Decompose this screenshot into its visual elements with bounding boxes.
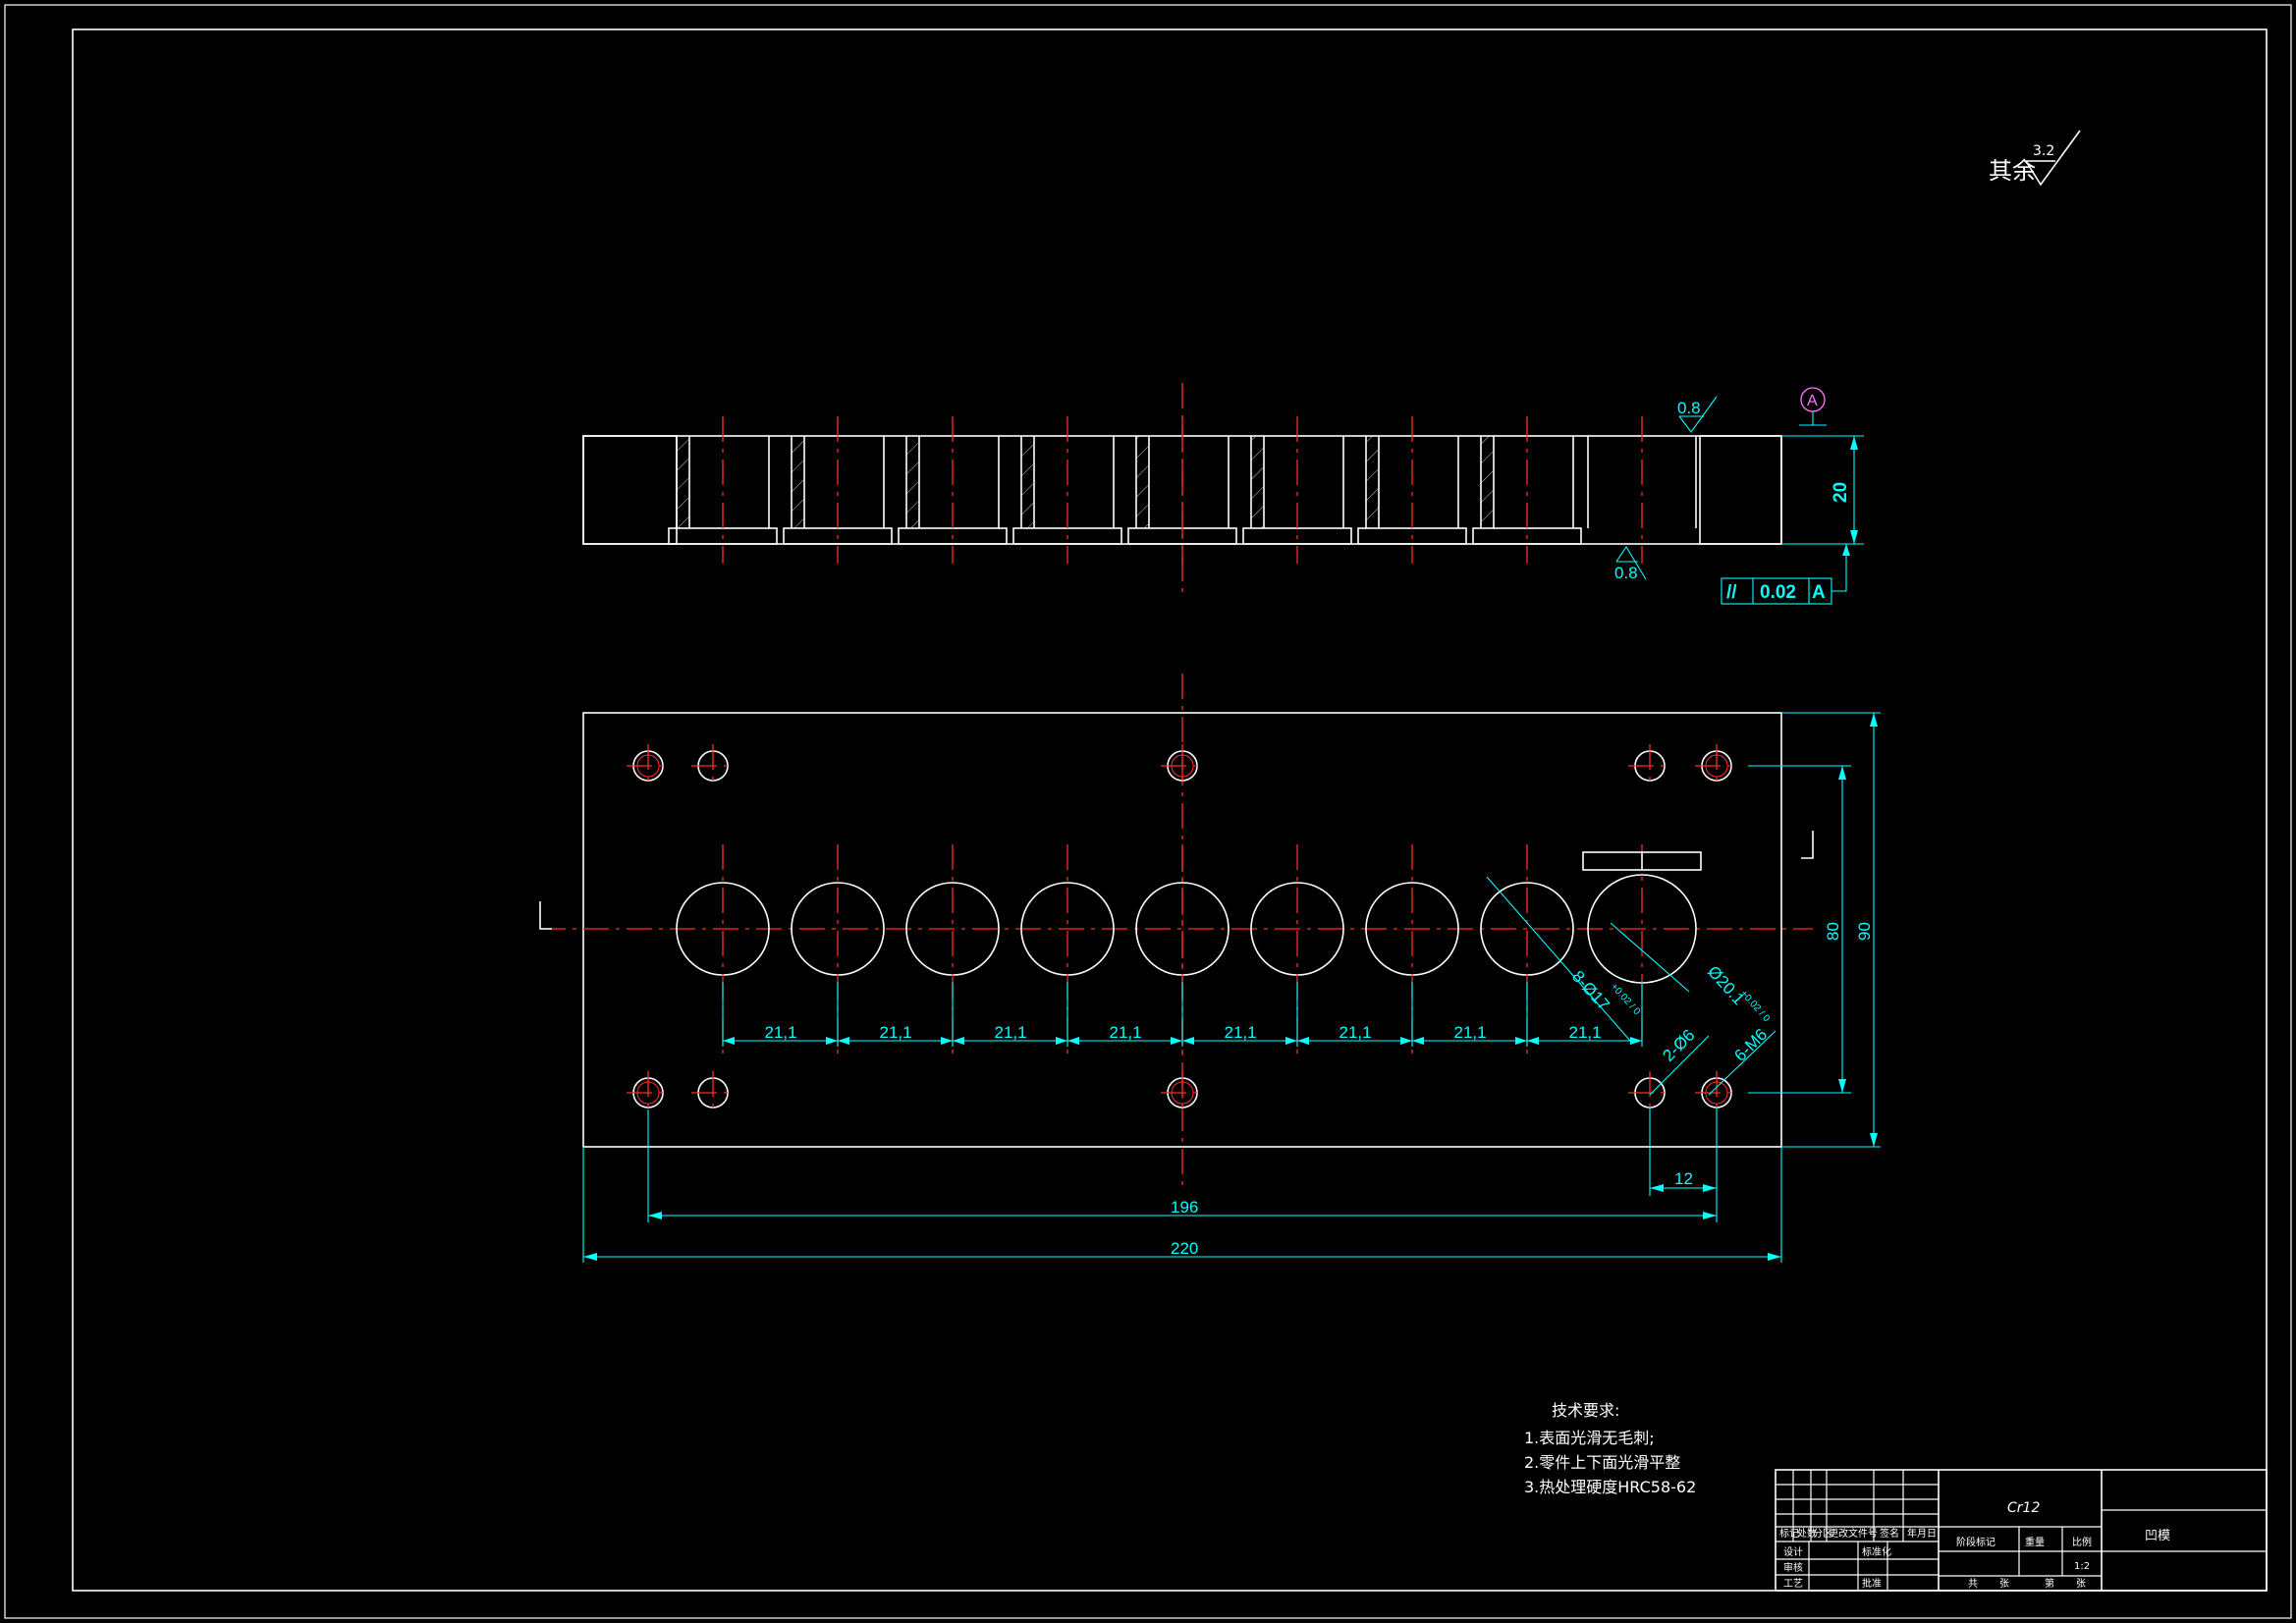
parallelism-frame: // 0.02 A <box>1721 544 1850 605</box>
height-inner-dim: 80 <box>1824 922 1842 941</box>
pitch-label: 21,1 <box>880 1023 912 1042</box>
svg-text:0.02: 0.02 <box>1760 582 1796 603</box>
section-hatch-strip <box>1251 436 1263 528</box>
role-review: 审核 <box>1783 1561 1803 1574</box>
sheet-total-unit: 张 <box>1999 1578 2009 1590</box>
pitch-arrow <box>826 1037 838 1045</box>
section-view: 20 0.8 0.8 A // 0.02 A <box>582 383 1864 605</box>
thickness-dim: 20 <box>1831 482 1851 503</box>
pitch-arrow <box>1515 1037 1527 1045</box>
plate-outline <box>582 712 1782 1148</box>
scale-header: 比例 <box>2072 1536 2092 1548</box>
sheet-no-unit: 张 <box>2076 1578 2086 1590</box>
hole-callout-large: Ø20.1 <box>1704 962 1748 1008</box>
pitch-arrow <box>1527 1037 1539 1045</box>
header-change-doc: 更改文件号 <box>1829 1527 1878 1540</box>
section-hatch-strip <box>906 436 918 528</box>
header-count: 处数 <box>1797 1527 1817 1540</box>
role-design: 设计 <box>1783 1545 1803 1558</box>
pitch-arrow <box>1067 1037 1079 1045</box>
svg-text:A: A <box>1812 582 1826 603</box>
section-holes <box>668 416 1697 564</box>
pitch-arrow <box>838 1037 849 1045</box>
pitch-arrow <box>1182 1037 1194 1045</box>
section-hatch-strip <box>1481 436 1493 528</box>
pitch-arrow <box>723 1037 735 1045</box>
pitch-label: 21,1 <box>765 1023 797 1042</box>
hatch-left <box>582 435 678 545</box>
title-block: Cr12 凹模 阶段标记 重量 比例 1:2 共 张 第 张 标记 处数 分区 … <box>1775 1469 2268 1592</box>
section-hatch-strip <box>1136 436 1148 528</box>
pitch-label: 21,1 <box>1225 1023 1257 1042</box>
role-process: 工艺 <box>1783 1578 1803 1590</box>
hatch-right <box>1699 435 1782 545</box>
header-date: 年月日 <box>1907 1527 1937 1540</box>
role-approve: 批准 <box>1862 1577 1882 1590</box>
sheet-no-label: 第 <box>2045 1577 2054 1590</box>
header-zone: 分区 <box>1813 1528 1832 1540</box>
scale-value: 1:2 <box>2074 1561 2090 1572</box>
weight-header: 重量 <box>2025 1536 2045 1548</box>
technical-notes: 技术要求: 1.表面光滑无毛刺; 2.零件上下面光滑平整 3.热处理硬度HRC5… <box>1524 1401 1696 1496</box>
pitch-arrow <box>1056 1037 1067 1045</box>
note-3: 3.热处理硬度HRC58-62 <box>1524 1478 1696 1496</box>
pitch-label: 21,1 <box>995 1023 1027 1042</box>
pitch-arrow <box>953 1037 964 1045</box>
note-1: 1.表面光滑无毛刺; <box>1524 1429 1655 1447</box>
svg-text://: // <box>1726 582 1737 603</box>
material: Cr12 <box>2007 1500 2040 1516</box>
roughness-symbol: 其余 3.2 <box>1989 130 2081 187</box>
pitch-label: 21,1 <box>1569 1023 1602 1042</box>
note-2: 2.零件上下面光滑平整 <box>1524 1453 1680 1472</box>
width-inner-dim: 196 <box>1171 1198 1198 1217</box>
datum-a: A <box>1799 387 1827 426</box>
inner-frame <box>72 28 2268 1592</box>
role-standard: 标准化 <box>1862 1545 1891 1558</box>
hole-callout-small: 8-Ø17 <box>1568 967 1613 1014</box>
hole-callout-large-tol: +0.02 / 0 <box>1738 989 1773 1025</box>
height-outer-dim: 90 <box>1855 922 1874 941</box>
section-hatch-strip <box>1021 436 1033 528</box>
outer-frame <box>4 4 2292 1619</box>
notes-title: 技术要求: <box>1552 1401 1619 1420</box>
pitch-arrow <box>1285 1037 1297 1045</box>
svg-text:0.8: 0.8 <box>1614 564 1638 582</box>
svg-text:0.8: 0.8 <box>1677 399 1701 417</box>
pitch-arrow <box>1412 1037 1424 1045</box>
edge-offset-dim: 12 <box>1674 1169 1693 1188</box>
pitch-arrow <box>1171 1037 1182 1045</box>
pitch-arrow <box>1297 1037 1309 1045</box>
header-sign: 签名 <box>1880 1527 1899 1540</box>
part-name: 凹模 <box>2145 1529 2170 1543</box>
pitch-arrow <box>1630 1037 1642 1045</box>
section-hatch-strip <box>677 436 688 528</box>
pitch-label: 21,1 <box>1339 1023 1372 1042</box>
pitch-arrow <box>1400 1037 1412 1045</box>
plan-view: 21,1 21,1 21,1 21,1 21,1 21,1 21,1 21,1 8-Ø17 +… <box>539 674 1881 1263</box>
surface-finish-top: 0.8 <box>1677 396 1718 433</box>
pitch-dimensions: 21,1 21,1 21,1 21,1 21,1 21,1 21,1 21,1 <box>722 982 1643 1047</box>
sheet-total-label: 共 <box>1968 1578 1978 1590</box>
pin-callout: 2-Ø6 <box>1659 1026 1698 1065</box>
thread-callout: 6-M6 <box>1730 1025 1771 1065</box>
hole-callout-small-tol: +0.02 / 0 <box>1609 982 1643 1018</box>
svg-text:A: A <box>1807 393 1818 409</box>
pitch-label: 21,1 <box>1110 1023 1142 1042</box>
width-outer-dim: 220 <box>1171 1239 1198 1258</box>
surface-finish-bottom: 0.8 <box>1614 545 1647 582</box>
section-hatch-strip <box>1366 436 1378 528</box>
stage-header: 阶段标记 <box>1956 1536 1995 1548</box>
title-block-grid <box>1776 1470 2102 1591</box>
header-mark: 标记 <box>1779 1528 1799 1540</box>
roughness-value: 3.2 <box>2033 143 2054 159</box>
plan-holes <box>627 744 1738 1114</box>
section-hatch-strip <box>792 436 803 528</box>
pitch-label: 21,1 <box>1454 1023 1487 1042</box>
pitch-arrow <box>941 1037 953 1045</box>
